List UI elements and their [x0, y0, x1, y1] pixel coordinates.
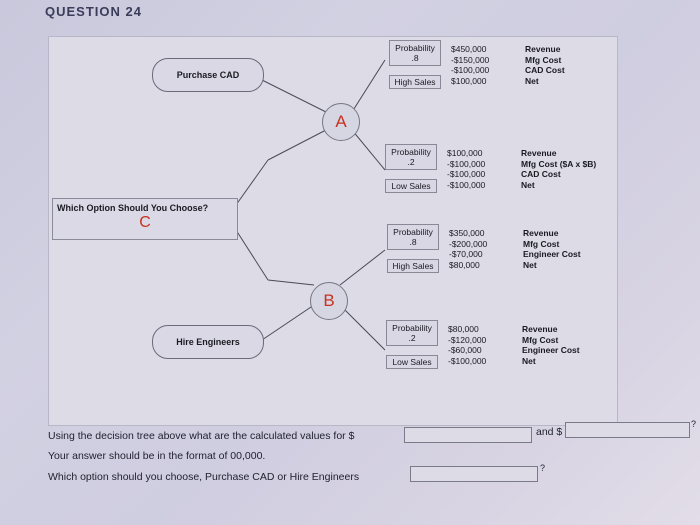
amount-net: -$100,000	[447, 179, 486, 190]
probability-box: Probability .2	[385, 144, 437, 170]
probability-label: Probability	[395, 43, 435, 53]
option-label: Purchase CAD	[176, 70, 240, 80]
probability-box: Probability .2	[386, 320, 438, 346]
amounts: $100,000 -$100,000 -$100,000 -$100,000	[447, 148, 485, 190]
node-label: B	[323, 291, 335, 310]
label-cad-cost: CAD Cost	[525, 65, 565, 75]
chance-node-b: B	[310, 282, 348, 320]
amounts: $80,000 -$120,000 -$60,000 -$100,000	[448, 324, 486, 366]
probability-box: Probability .8	[389, 40, 441, 66]
question-title: QUESTION 24	[45, 4, 142, 19]
question-mark-2: ?	[540, 463, 546, 473]
label-net: Net	[521, 179, 535, 190]
label-revenue: Revenue	[521, 148, 557, 158]
line-labels: Revenue Mfg Cost Engineer Cost Net	[523, 228, 581, 270]
amount-mfg-cost: -$100,000	[447, 158, 486, 169]
question-line-3: Which option should you choose, Purchase…	[48, 471, 360, 483]
line-labels: Revenue Mfg Cost CAD Cost Net	[525, 44, 565, 86]
amount-net: -$100,000	[448, 355, 487, 366]
choice-box: Which Option Should You Choose? C	[52, 198, 238, 240]
probability-label: Probability	[392, 323, 432, 333]
sales-box: High Sales	[389, 75, 441, 89]
amount-revenue: $100,000	[447, 148, 483, 158]
chance-node-a: A	[322, 103, 360, 141]
option-answer-input[interactable]	[410, 466, 538, 482]
label-mfg-cost: Mfg Cost	[522, 334, 559, 345]
amounts: $350,000 -$200,000 -$70,000 $80,000	[449, 228, 487, 270]
label-revenue: Revenue	[523, 228, 559, 238]
choice-answer: C	[139, 214, 151, 231]
probability-label: Probability	[393, 227, 433, 237]
probability-box: Probability .8	[387, 224, 439, 250]
sales-box: Low Sales	[386, 355, 438, 369]
node-label: A	[335, 112, 347, 131]
amount-net: $80,000	[449, 259, 480, 270]
line-labels: Revenue Mfg Cost ($A x $B) CAD Cost Net	[521, 148, 596, 190]
amount-revenue: $80,000	[448, 324, 479, 334]
label-mfg-cost: Mfg Cost	[525, 54, 562, 65]
line-labels: Revenue Mfg Cost Engineer Cost Net	[522, 324, 580, 366]
label-cad-cost: CAD Cost	[521, 169, 561, 179]
amount-net: $100,000	[451, 75, 487, 86]
amount-mfg-cost: -$120,000	[448, 334, 487, 345]
amount-revenue: $450,000	[451, 44, 487, 54]
probability-value: .2	[408, 333, 416, 343]
amount-mfg-cost: -$200,000	[449, 238, 488, 249]
choice-question-label: Which Option Should You Choose?	[57, 203, 209, 213]
option-hire-engineers: Hire Engineers	[152, 325, 264, 359]
option-label: Hire Engineers	[176, 337, 240, 347]
sales-box: Low Sales	[385, 179, 437, 193]
question-mark: ?	[691, 419, 697, 429]
probability-label: Probability	[391, 147, 431, 157]
amount-cad-cost: -$100,000	[451, 65, 490, 75]
label-net: Net	[522, 355, 536, 366]
question-line-2: Your answer should be in the format of 0…	[48, 450, 266, 462]
label-net: Net	[523, 259, 537, 270]
label-engineer-cost: Engineer Cost	[523, 249, 581, 259]
probability-value: .8	[409, 237, 417, 247]
label-revenue: Revenue	[522, 324, 558, 334]
value-b-input[interactable]	[565, 422, 690, 438]
amount-engineer-cost: -$70,000	[449, 249, 483, 259]
question-line-1: Using the decision tree above what are t…	[48, 430, 355, 442]
amount-cad-cost: -$100,000	[447, 169, 486, 179]
label-revenue: Revenue	[525, 44, 561, 54]
amount-mfg-cost: -$150,000	[451, 54, 490, 65]
label-engineer-cost: Engineer Cost	[522, 345, 580, 355]
amount-engineer-cost: -$60,000	[448, 345, 482, 355]
probability-value: .2	[407, 157, 415, 167]
probability-value: .8	[411, 53, 419, 63]
label-mfg-cost: Mfg Cost	[523, 238, 560, 249]
value-a-input[interactable]	[404, 427, 532, 443]
label-mfg-cost: Mfg Cost ($A x $B)	[521, 158, 597, 169]
option-purchase-cad: Purchase CAD	[152, 58, 264, 92]
amount-revenue: $350,000	[449, 228, 485, 238]
and-label: and $	[536, 426, 563, 438]
amounts: $450,000 -$150,000 -$100,000 $100,000	[451, 44, 489, 86]
label-net: Net	[525, 75, 539, 86]
sales-box: High Sales	[387, 259, 439, 273]
